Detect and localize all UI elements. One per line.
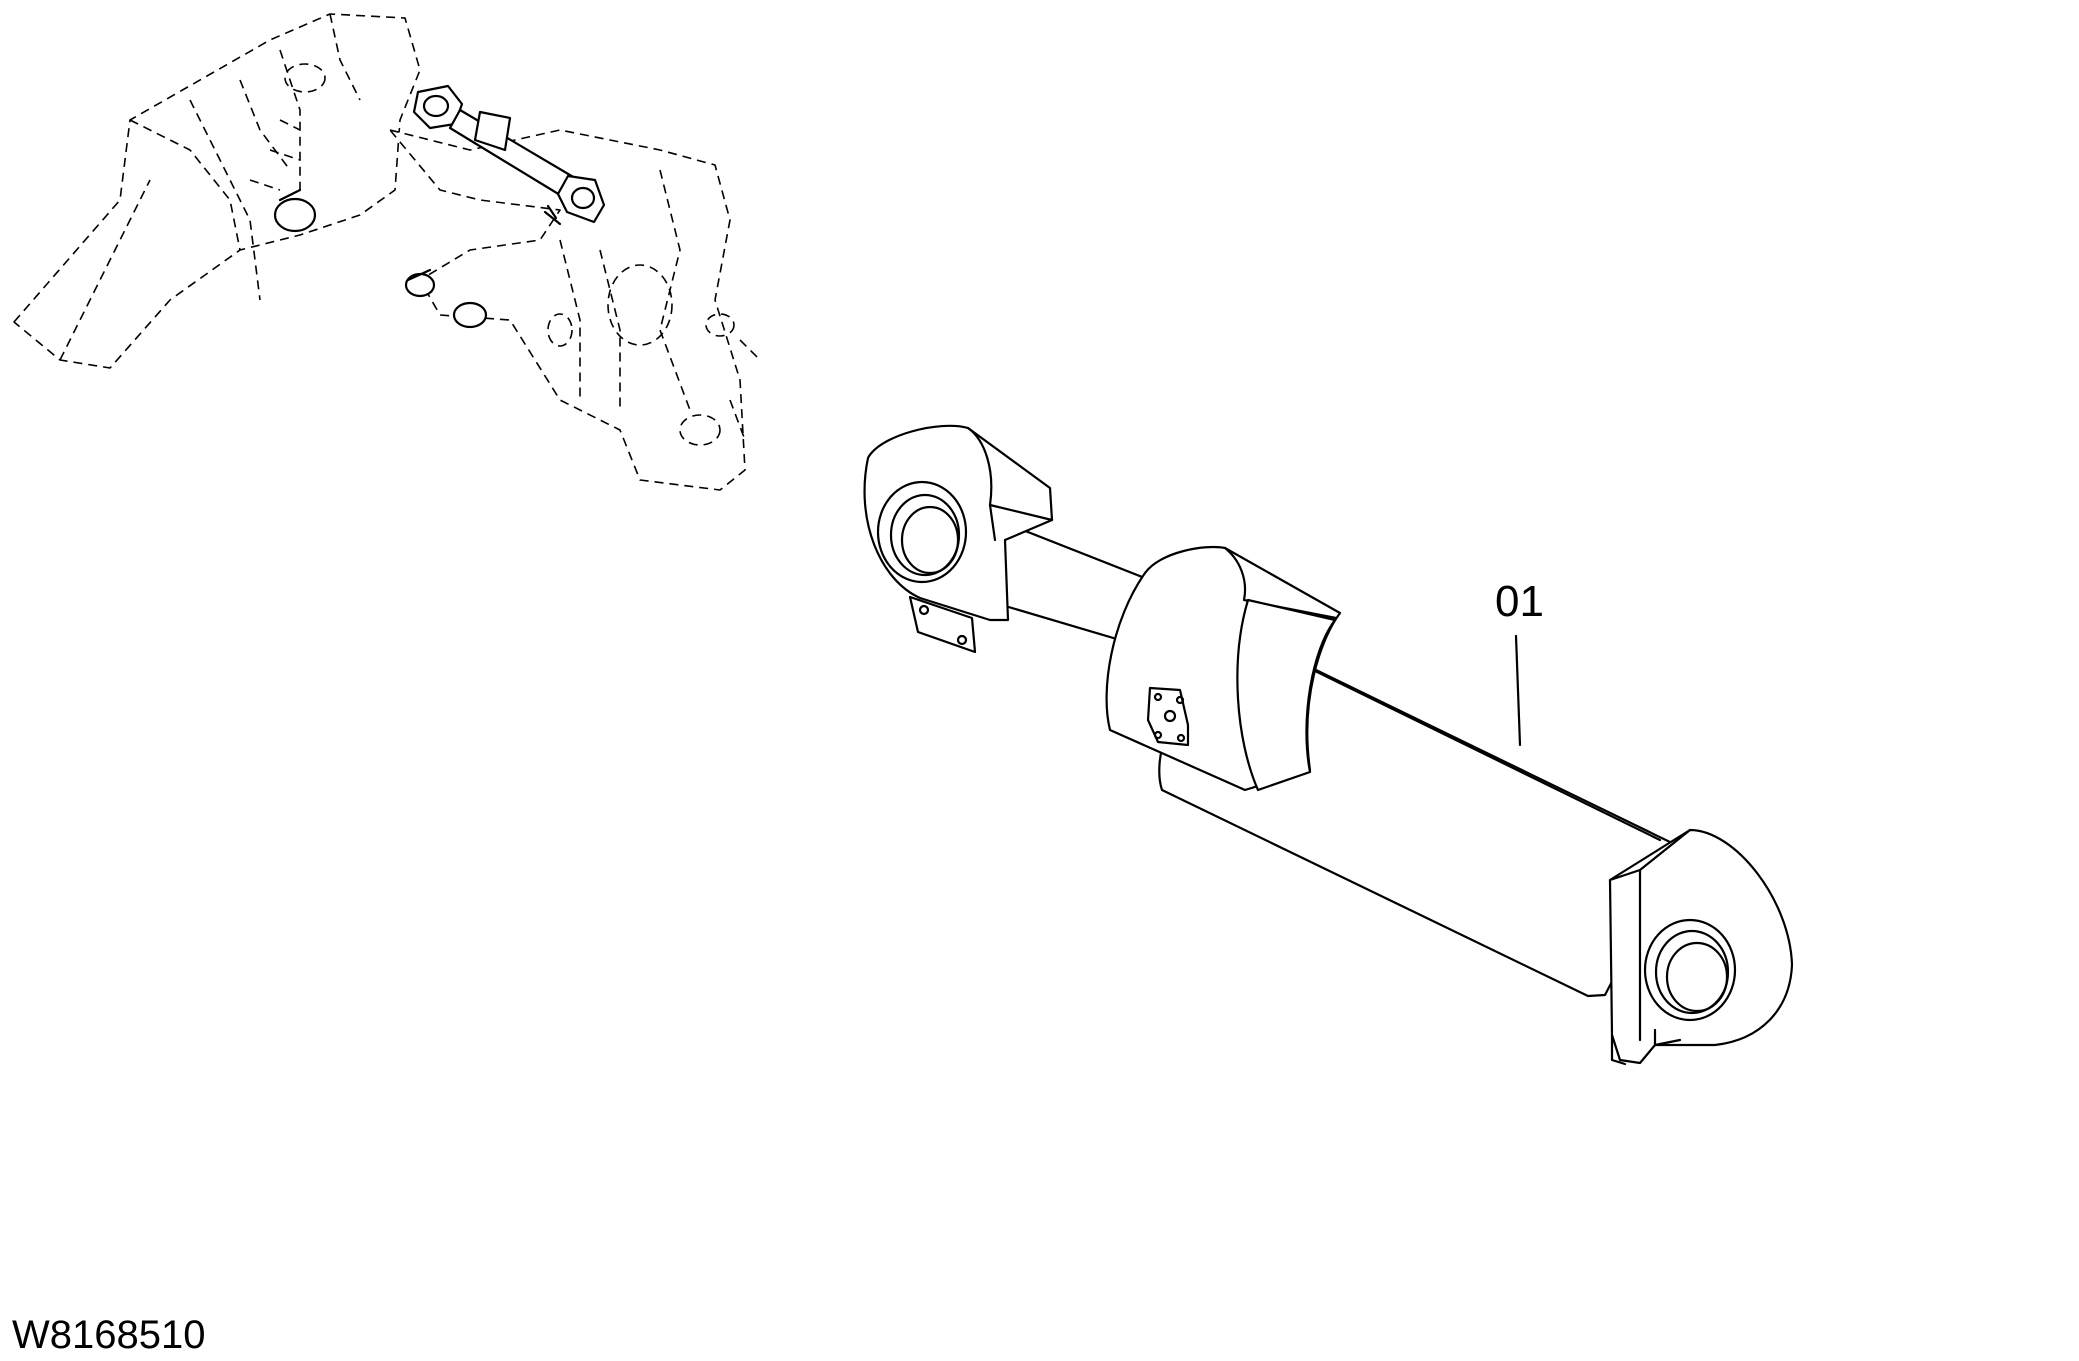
- drawing-id-label: W8168510: [12, 1313, 206, 1357]
- port-block: [1146, 686, 1190, 747]
- hydraulic-cylinder: [863, 424, 1794, 1066]
- rod-end-eye: [863, 424, 1054, 654]
- machine-overview-inset: [13, 13, 761, 491]
- inset-highlighted-cylinder: [412, 84, 606, 226]
- item-number-callout: 01: [1495, 577, 1544, 626]
- callout-leader: [1514, 634, 1522, 747]
- cap-end-eye: [1608, 828, 1794, 1066]
